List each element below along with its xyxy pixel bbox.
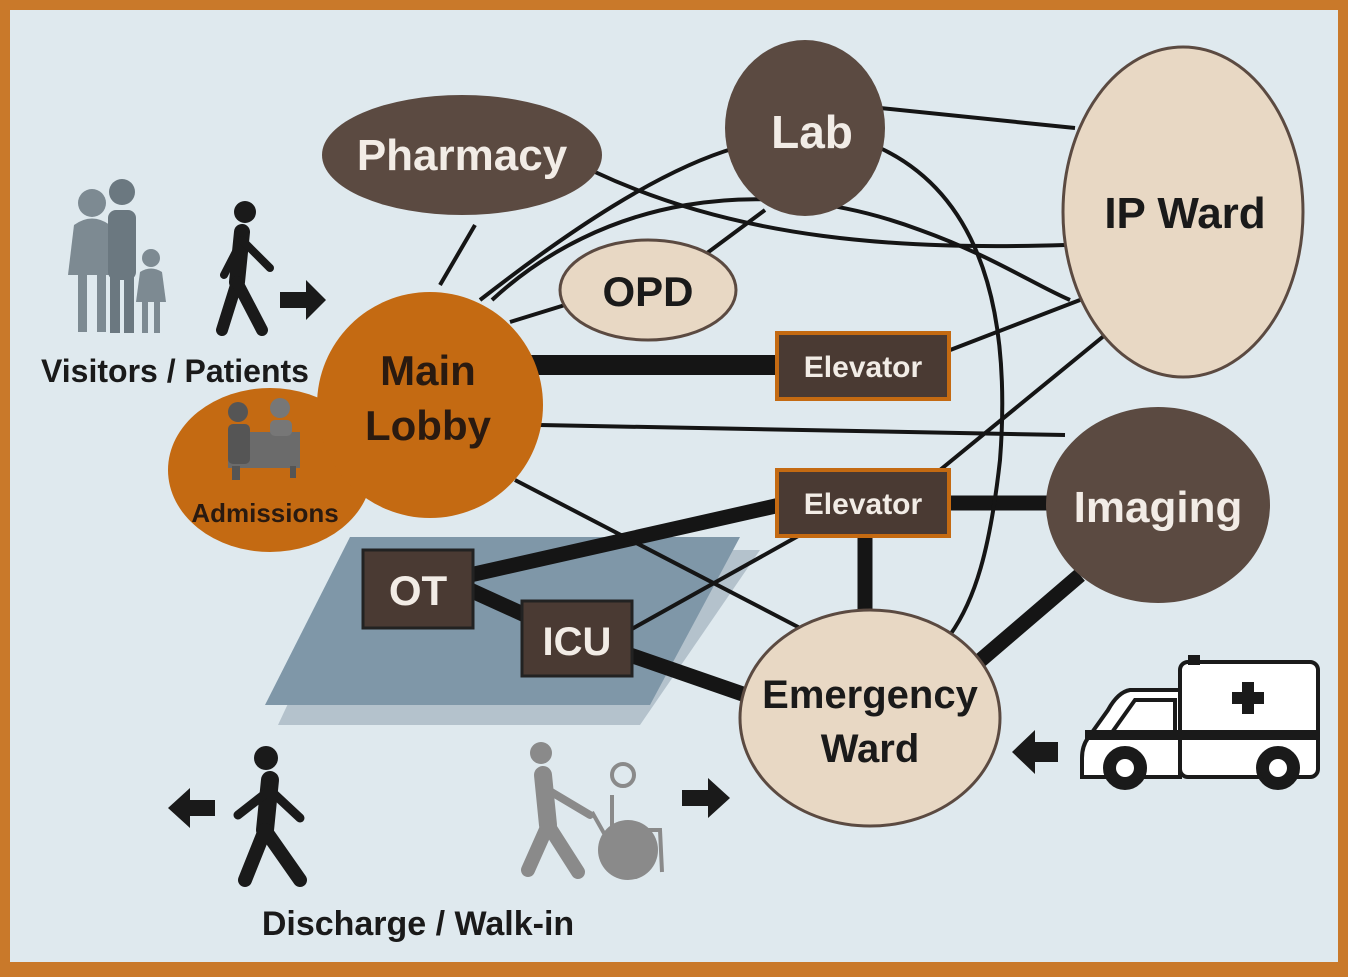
opd-node: OPD <box>558 238 738 342</box>
emergency-label-1: Emergency <box>762 673 978 717</box>
main-lobby-label-1: Main <box>380 347 476 394</box>
discharge-walkin-label: Discharge / Walk-in <box>262 905 574 943</box>
emergency-label-2: Ward <box>821 727 920 771</box>
elevator-bottom-node: Elevator <box>775 468 951 538</box>
arrow-left-icon <box>1012 730 1058 774</box>
admissions-label: Admissions <box>191 498 338 528</box>
walking-person-icon <box>216 201 274 336</box>
elevator-top-node: Elevator <box>775 331 951 401</box>
imaging-label: Imaging <box>1074 483 1243 532</box>
arrow-left-icon <box>168 788 215 828</box>
main-lobby-node: Main Lobby <box>168 292 543 552</box>
pharmacy-node: Pharmacy <box>322 95 602 215</box>
walking-person-icon <box>233 746 307 887</box>
lab-node: Lab <box>725 40 885 216</box>
ambulance-icon <box>1080 655 1320 790</box>
icu-node: ICU <box>520 599 634 678</box>
ot-node: OT <box>361 548 475 630</box>
ot-label: OT <box>389 567 448 614</box>
family-icon <box>68 179 166 333</box>
elevator-top-label: Elevator <box>804 351 923 384</box>
ip-ward-node: IP Ward <box>1061 45 1305 379</box>
pharmacy-label: Pharmacy <box>357 131 568 180</box>
arrow-right-icon <box>682 778 730 818</box>
elevator-bottom-label: Elevator <box>804 488 923 521</box>
ip-ward-label: IP Ward <box>1104 189 1265 238</box>
icu-label: ICU <box>543 620 612 664</box>
wheelchair-icon <box>521 742 664 880</box>
main-lobby-label-2: Lobby <box>365 402 492 449</box>
admissions-desk-icon <box>228 398 300 480</box>
visitors-patients-label: Visitors / Patients <box>41 353 309 389</box>
emergency-ward-node: Emergency Ward <box>738 608 1002 828</box>
connection-lines <box>430 106 1107 708</box>
arrow-right-icon <box>280 280 326 320</box>
lab-label: Lab <box>771 106 853 158</box>
opd-label: OPD <box>602 268 693 315</box>
imaging-node: Imaging <box>1046 407 1270 603</box>
